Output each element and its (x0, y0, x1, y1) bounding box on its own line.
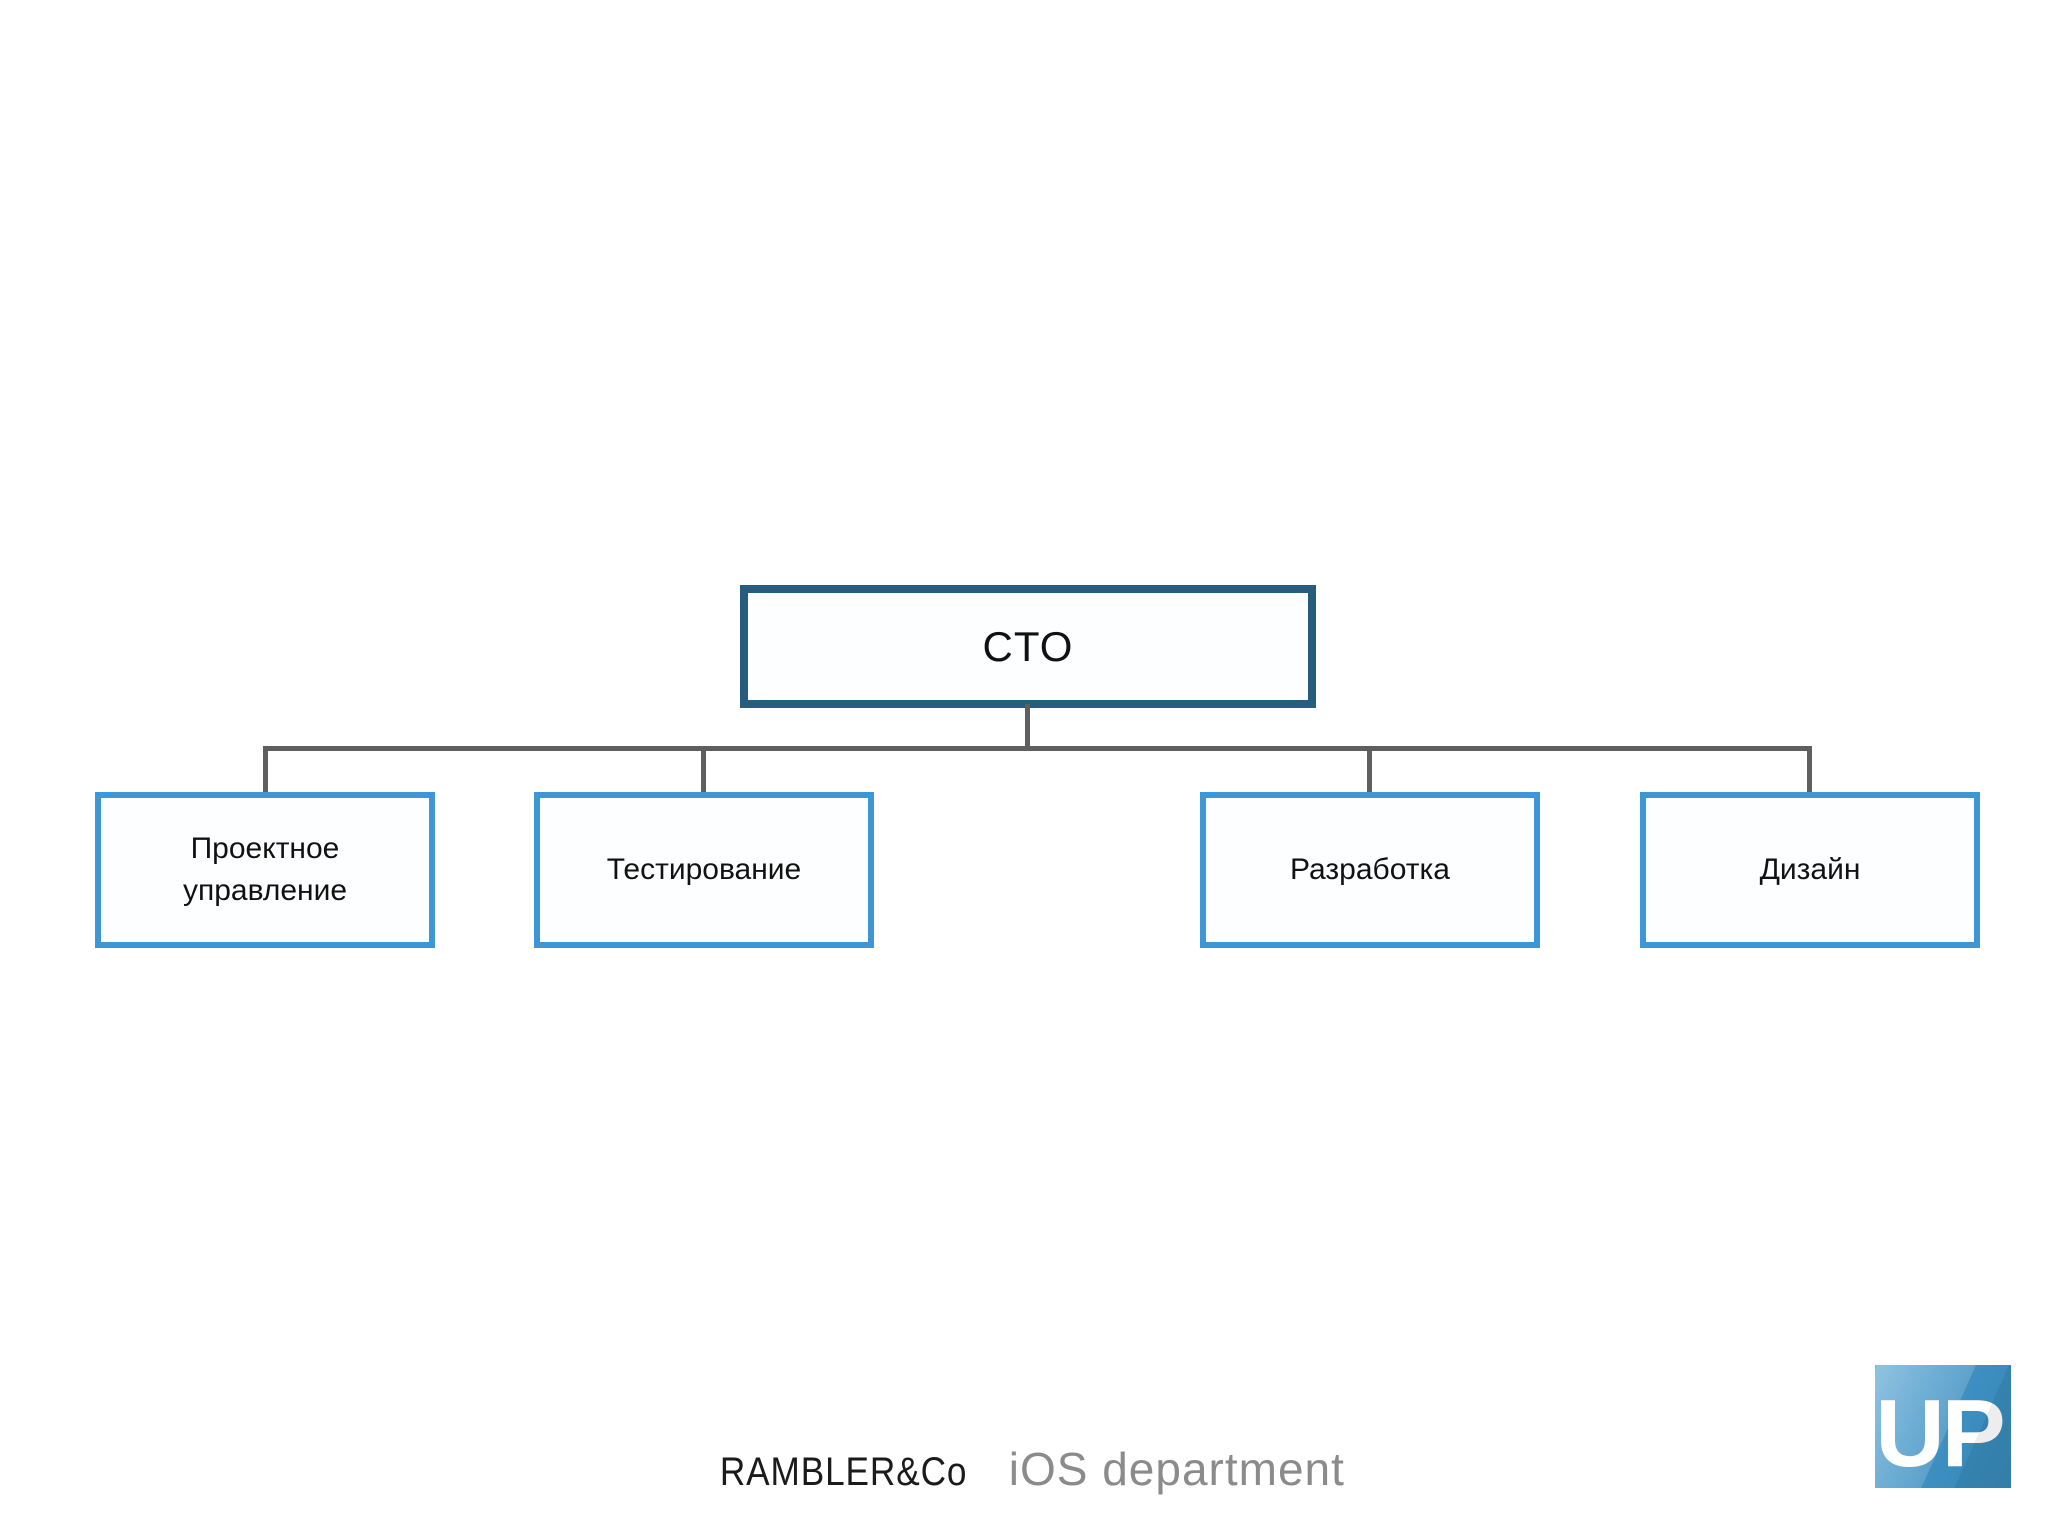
org-node-design: Дизайн (1640, 792, 1980, 948)
connector-drop-project-management (263, 746, 268, 794)
footer: RAMBLER&Co iOS department (0, 1442, 2048, 1496)
org-node-testing-label: Тестирование (606, 853, 802, 886)
org-node-cto: CTO (740, 585, 1316, 708)
org-node-design-label: Дизайн (1759, 853, 1861, 886)
org-node-cto-label: CTO (982, 622, 1074, 670)
rambler-brand-logo: RAMBLER&Co (719, 1450, 968, 1494)
connector-drop-design (1807, 746, 1812, 794)
connector-horizontal-bus (263, 746, 1812, 751)
org-node-development: Разработка (1200, 792, 1540, 948)
connector-drop-development (1367, 746, 1372, 794)
org-node-project-management: Проектное управление (95, 792, 435, 948)
org-node-project-management-label: Проектное управление (182, 832, 348, 907)
up-logo-text: UP (1875, 1379, 2005, 1487)
connector-root-stub (1025, 704, 1030, 748)
footer-subtitle: iOS department (1008, 1443, 1345, 1495)
connector-drop-testing (701, 746, 706, 794)
up-logo: UP (1875, 1365, 2011, 1488)
org-node-testing: Тестирование (534, 792, 874, 948)
org-node-development-label: Разработка (1290, 853, 1450, 886)
